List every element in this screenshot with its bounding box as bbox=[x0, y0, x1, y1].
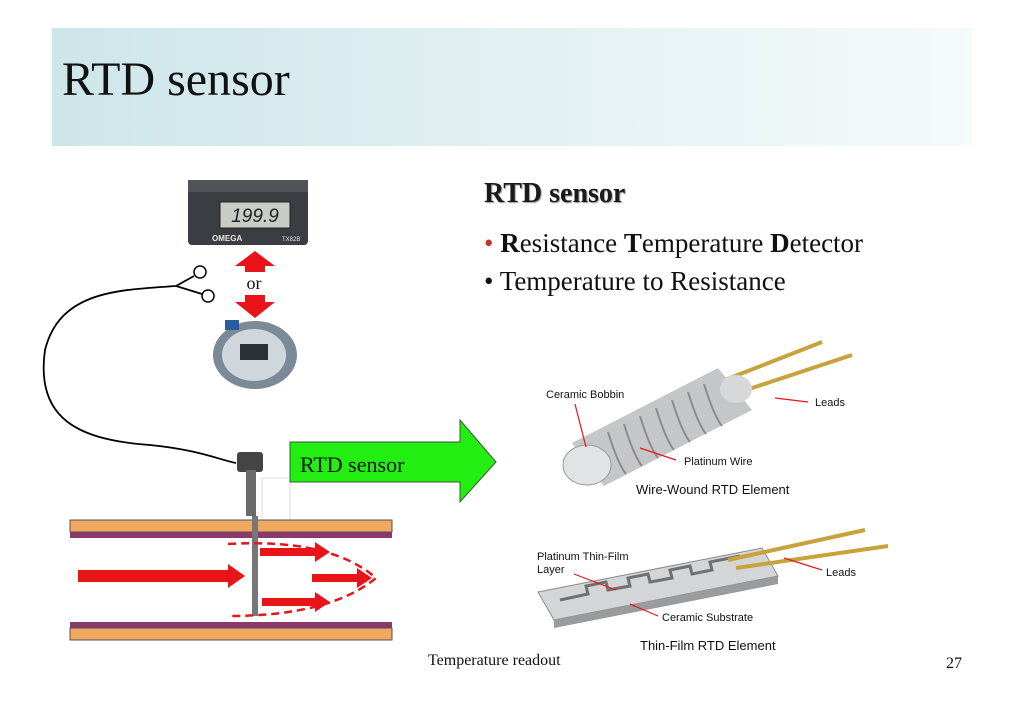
probe-stem bbox=[252, 516, 258, 616]
title-band bbox=[52, 28, 972, 146]
platinum-wire-label: Platinum Wire bbox=[684, 456, 752, 468]
acronym-letter-d: D bbox=[770, 228, 790, 258]
platinum-coil bbox=[607, 383, 723, 475]
up-arrow-icon bbox=[235, 251, 275, 272]
panel-meter: 199.9 OMEGA TX82B bbox=[188, 180, 308, 245]
thin-film-rtd bbox=[537, 528, 889, 628]
acronym-letter-t: T bbox=[623, 228, 642, 258]
thin-film-caption: Thin-Film RTD Element bbox=[640, 638, 776, 653]
flow-arrow-icon bbox=[78, 542, 372, 612]
transmitter bbox=[213, 320, 297, 389]
pipe-top-wall bbox=[69, 519, 393, 538]
platinum-film-label-line2: Layer bbox=[537, 564, 565, 576]
bullet-rtd-acronym: • Resistance Temperature Detector bbox=[484, 228, 863, 259]
bullet-text: Temperature to Resistance bbox=[499, 266, 786, 296]
down-arrow-icon bbox=[235, 295, 275, 318]
slide-title: RTD sensor bbox=[62, 53, 290, 106]
green-arrow-label: RTD sensor bbox=[300, 452, 405, 477]
pipe-bottom-wall bbox=[69, 622, 393, 641]
green-arrow-icon bbox=[289, 418, 497, 504]
terminal-icon bbox=[201, 289, 215, 303]
thin-film-leads-label: Leads bbox=[826, 567, 856, 579]
rtd-sensor-head bbox=[237, 452, 291, 527]
page-number: 27 bbox=[946, 655, 962, 672]
terminal-icon bbox=[193, 265, 207, 279]
acronym-word-etector: etector bbox=[789, 228, 864, 258]
meter-brand: OMEGA bbox=[212, 234, 242, 243]
bullet-marker: • bbox=[484, 266, 494, 296]
figure-caption: Temperature readout bbox=[428, 652, 561, 669]
acronym-letter-r: R bbox=[500, 228, 520, 258]
bullet-marker: • bbox=[484, 228, 494, 258]
wire-wound-caption: Wire-Wound RTD Element bbox=[636, 482, 790, 497]
acronym-word-emperature: emperature bbox=[641, 228, 771, 258]
acronym-word-esistance: esistance bbox=[519, 228, 624, 258]
platinum-film-label: Platinum Thin-Film bbox=[537, 551, 629, 563]
meter-reading: 199.9 bbox=[231, 206, 279, 227]
bullet-temp-to-resistance: • Temperature to Resistance bbox=[484, 266, 786, 297]
ceramic-substrate-label: Ceramic Substrate bbox=[662, 612, 753, 624]
velocity-profile bbox=[227, 541, 378, 618]
or-label: or bbox=[247, 273, 262, 293]
section-heading: RTD sensor bbox=[484, 178, 626, 209]
leads-label: Leads bbox=[815, 397, 845, 409]
sensor-cable bbox=[42, 275, 237, 464]
meter-model: TX82B bbox=[282, 237, 300, 243]
ceramic-bobbin-label: Ceramic Bobbin bbox=[546, 389, 624, 401]
